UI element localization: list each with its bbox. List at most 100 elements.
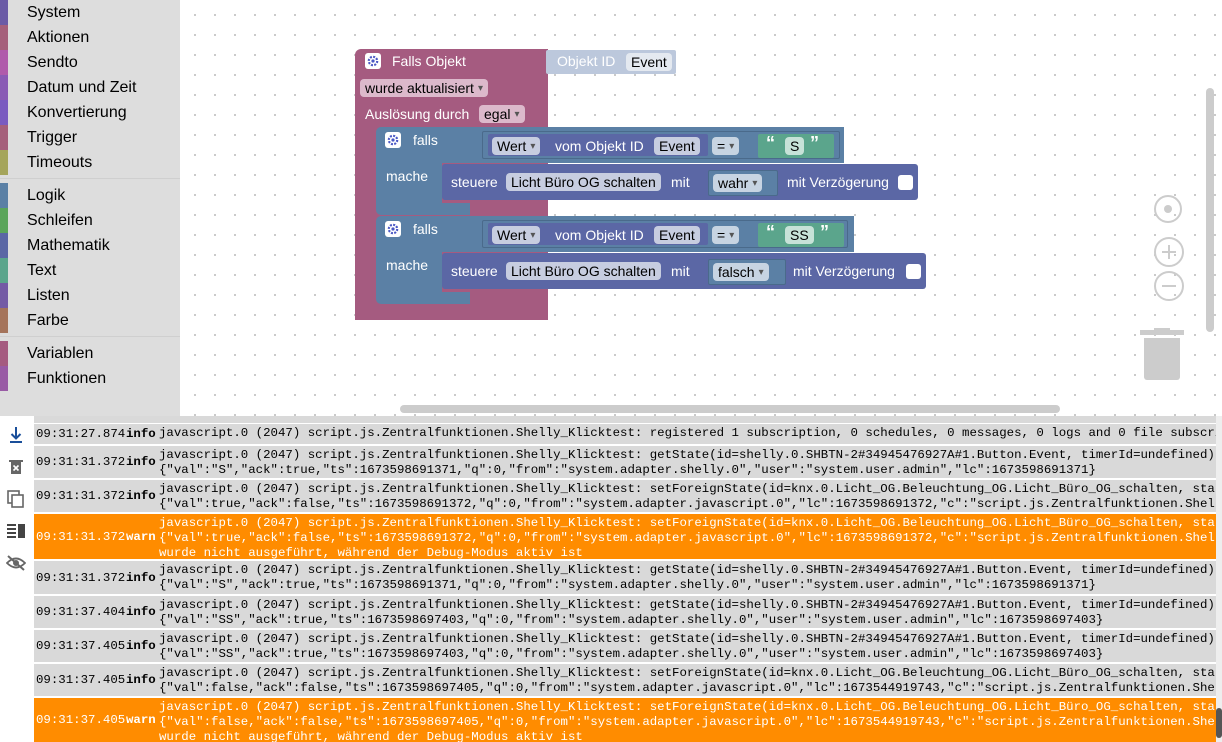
category-listen[interactable]: Listen bbox=[0, 283, 180, 308]
gear-icon[interactable] bbox=[365, 53, 381, 69]
category-logik[interactable]: Logik bbox=[0, 183, 180, 208]
log-row[interactable]: 09:31:37.404 info javascript.0 (2047) sc… bbox=[34, 596, 1216, 630]
log-line: javascript.0 (2047) script.js.Zentralfun… bbox=[159, 482, 1216, 496]
category-schleifen[interactable]: Schleifen bbox=[0, 208, 180, 233]
log-time: 09:31:37.405 bbox=[36, 639, 126, 653]
category-label: Text bbox=[27, 261, 57, 279]
log-row-warn[interactable]: 09:31:31.372 warn javascript.0 (2047) sc… bbox=[34, 514, 1216, 561]
log-row[interactable]: 09:31:37.405 info javascript.0 (2047) sc… bbox=[34, 664, 1216, 698]
toggle-details-icon[interactable] bbox=[5, 520, 27, 542]
blockly-workspace[interactable]: Falls Objekt Objekt ID Event wurde aktua… bbox=[180, 0, 1222, 416]
log-row[interactable]: 09:31:27.874 info javascript.0 (2047) sc… bbox=[34, 424, 1216, 446]
log-row[interactable]: 09:31:31.372 info javascript.0 (2047) sc… bbox=[34, 561, 1216, 596]
log-scrollbar[interactable] bbox=[1216, 416, 1222, 742]
log-time: 09:31:31.372 bbox=[36, 455, 126, 469]
log-line: javascript.0 (2047) script.js.Zentralfun… bbox=[159, 700, 1216, 714]
operator-dropdown[interactable]: = bbox=[712, 226, 740, 244]
delay-checkbox[interactable] bbox=[906, 264, 921, 279]
category-text[interactable]: Text bbox=[0, 258, 180, 283]
target-object-field[interactable]: Licht Büro OG schalten bbox=[506, 262, 661, 280]
log-level: info bbox=[126, 427, 156, 441]
if-block-2-foot bbox=[376, 292, 470, 304]
log-panel[interactable]: 09:31:27.874 info javascript.0 (2047) sc… bbox=[34, 416, 1216, 742]
category-variablen[interactable]: Variablen bbox=[0, 341, 180, 366]
object-id-field[interactable]: Event bbox=[654, 137, 700, 155]
category-aktionen[interactable]: Aktionen bbox=[0, 25, 180, 50]
recenter-icon[interactable] bbox=[1154, 195, 1182, 223]
scroll-to-bottom-icon[interactable] bbox=[5, 424, 27, 446]
category-color bbox=[0, 25, 8, 50]
category-color bbox=[0, 150, 8, 175]
if-label: falls bbox=[413, 132, 438, 148]
quote-close: ” bbox=[810, 133, 819, 153]
delay-checkbox[interactable] bbox=[898, 175, 913, 190]
object-id-field[interactable]: Event bbox=[626, 53, 672, 71]
value-dropdown[interactable]: Wert bbox=[492, 226, 541, 244]
delay-label: mit Verzögerung bbox=[793, 263, 895, 279]
category-sendto[interactable]: Sendto bbox=[0, 50, 180, 75]
trash-icon[interactable] bbox=[1140, 328, 1184, 382]
log-row[interactable]: 09:31:31.372 info javascript.0 (2047) sc… bbox=[34, 480, 1216, 514]
object-id-field[interactable]: Event bbox=[654, 226, 700, 244]
category-color bbox=[0, 208, 8, 233]
value-dropdown[interactable]: Wert bbox=[492, 137, 541, 155]
copy-icon[interactable] bbox=[5, 488, 27, 510]
delay-label: mit Verzögerung bbox=[787, 174, 889, 190]
log-row-warn[interactable]: 09:31:37.405 warn javascript.0 (2047) sc… bbox=[34, 698, 1216, 742]
zoom-in-icon[interactable] bbox=[1154, 237, 1184, 267]
category-label: Trigger bbox=[27, 128, 78, 146]
category-funktionen[interactable]: Funktionen bbox=[0, 366, 180, 391]
category-color bbox=[0, 341, 8, 366]
category-color bbox=[0, 125, 8, 150]
log-level: info bbox=[126, 605, 156, 619]
category-label: System bbox=[27, 3, 81, 21]
log-row[interactable]: 09:31:31.372 info javascript.0 (2047) sc… bbox=[34, 446, 1216, 480]
category-label: Variablen bbox=[27, 344, 94, 362]
quote-open: “ bbox=[766, 133, 775, 153]
category-datum-und-zeit[interactable]: Datum und Zeit bbox=[0, 75, 180, 100]
vertical-scrollbar[interactable] bbox=[1206, 88, 1214, 332]
get-value-block-2[interactable] bbox=[488, 223, 708, 245]
category-trigger[interactable]: Trigger bbox=[0, 125, 180, 150]
log-line: javascript.0 (2047) script.js.Zentralfun… bbox=[159, 632, 1216, 646]
gear-icon[interactable] bbox=[385, 221, 401, 237]
log-message: javascript.0 (2047) script.js.Zentralfun… bbox=[159, 448, 1216, 478]
hide-eye-icon[interactable] bbox=[5, 552, 27, 574]
category-system[interactable]: System bbox=[0, 0, 180, 25]
log-row[interactable]: 09:31:37.405 info javascript.0 (2047) sc… bbox=[34, 630, 1216, 664]
log-line: {"val":true,"ack":false,"ts":16735986913… bbox=[159, 497, 1216, 511]
log-message: javascript.0 (2047) script.js.Zentralfun… bbox=[159, 516, 1216, 561]
log-level: info bbox=[126, 489, 156, 503]
category-label: Sendto bbox=[27, 53, 78, 71]
trigger-by-dropdown[interactable]: egal bbox=[479, 105, 525, 123]
log-time: 09:31:37.405 bbox=[36, 713, 126, 727]
category-label: Farbe bbox=[27, 311, 69, 329]
category-farbe[interactable]: Farbe bbox=[0, 308, 180, 333]
log-time: 09:31:37.405 bbox=[36, 673, 126, 687]
category-label: Mathematik bbox=[27, 236, 110, 254]
category-label: Listen bbox=[27, 286, 70, 304]
clear-log-icon[interactable] bbox=[5, 456, 27, 478]
log-level: warn bbox=[126, 713, 156, 727]
text-field[interactable]: S bbox=[785, 137, 805, 155]
target-object-field[interactable]: Licht Büro OG schalten bbox=[506, 173, 661, 191]
category-konvertierung[interactable]: Konvertierung bbox=[0, 100, 180, 125]
category-mathematik[interactable]: Mathematik bbox=[0, 233, 180, 258]
log-message: javascript.0 (2047) script.js.Zentralfun… bbox=[159, 666, 1216, 696]
category-label: Logik bbox=[27, 186, 66, 204]
log-time: 09:31:31.372 bbox=[36, 570, 126, 585]
condition-dropdown[interactable]: wurde aktualisiert bbox=[360, 79, 488, 97]
text-field[interactable]: SS bbox=[785, 226, 814, 244]
bool-dropdown[interactable]: wahr bbox=[713, 174, 763, 192]
get-value-block-1[interactable] bbox=[488, 134, 708, 156]
log-line: {"val":"S","ack":true,"ts":1673598691371… bbox=[159, 463, 1096, 477]
operator-dropdown[interactable]: = bbox=[712, 137, 740, 155]
category-timeouts[interactable]: Timeouts bbox=[0, 150, 180, 175]
log-line: wurde nicht ausgeführt, während der Debu… bbox=[159, 730, 583, 742]
bool-dropdown[interactable]: falsch bbox=[713, 263, 769, 281]
log-line: {"val":false,"ack":false,"ts":1673598697… bbox=[159, 681, 1216, 695]
zoom-out-icon[interactable] bbox=[1154, 271, 1184, 301]
horizontal-scrollbar[interactable] bbox=[400, 405, 1060, 413]
gear-icon[interactable] bbox=[385, 132, 401, 148]
log-message: javascript.0 (2047) script.js.Zentralfun… bbox=[159, 598, 1216, 628]
